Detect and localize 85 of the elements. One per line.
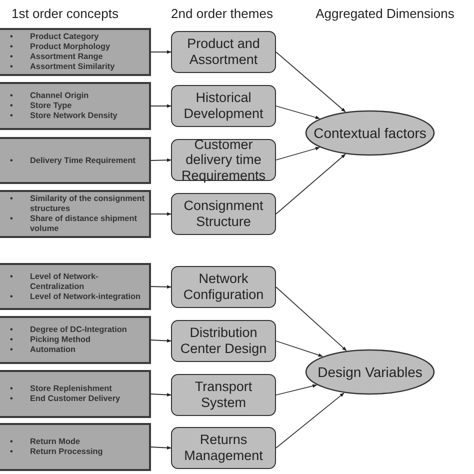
theme-box bbox=[171, 85, 276, 127]
concept-text: Product Category bbox=[30, 32, 100, 42]
arrow bbox=[276, 52, 346, 112]
theme-box bbox=[171, 193, 276, 235]
concept-text: Automation bbox=[30, 345, 76, 355]
theme-box bbox=[171, 31, 276, 73]
concept-text: Level of Network-Centralization bbox=[30, 272, 100, 292]
concept-text: Return Processing bbox=[30, 447, 104, 457]
bullet: • bbox=[9, 42, 14, 52]
arrow bbox=[150, 393, 172, 397]
arrow bbox=[276, 286, 347, 352]
bullet: • bbox=[9, 335, 14, 345]
theme-box bbox=[171, 374, 276, 416]
bullet: • bbox=[9, 272, 14, 282]
concept-text: Delivery Time Requirement bbox=[30, 156, 136, 166]
bullet: • bbox=[9, 111, 14, 121]
column-heading: Aggregated Dimensions bbox=[316, 6, 454, 21]
concept-box bbox=[0, 28, 151, 76]
dimension-label: Design Variables bbox=[318, 364, 422, 380]
concept-text: Similarity of the consignment structures bbox=[30, 194, 145, 214]
bullet: • bbox=[9, 394, 14, 404]
bullet: • bbox=[9, 384, 14, 394]
concept-box bbox=[0, 370, 151, 418]
theme-box bbox=[171, 266, 276, 308]
theme-label: Consignment Structure bbox=[182, 198, 264, 230]
bullet: • bbox=[9, 447, 14, 457]
bullet: • bbox=[9, 156, 14, 166]
bullet: • bbox=[9, 345, 14, 355]
theme-label: Customer delivery time Requirements bbox=[180, 136, 267, 184]
theme-box bbox=[171, 427, 276, 469]
column-heading: 1st order concepts bbox=[12, 6, 118, 21]
theme-label: Distribution Center Design bbox=[179, 325, 268, 357]
bullet: • bbox=[9, 437, 14, 447]
arrow bbox=[150, 212, 172, 216]
theme-label: Returns Management bbox=[183, 432, 264, 464]
bullet: • bbox=[9, 52, 14, 62]
theme-label: Historical Development bbox=[182, 90, 264, 122]
arrow bbox=[150, 158, 172, 162]
theme-label: Network Configuration bbox=[182, 271, 265, 303]
concept-box bbox=[0, 137, 151, 184]
arrow bbox=[150, 446, 172, 450]
theme-box bbox=[171, 139, 276, 181]
arrow bbox=[150, 285, 172, 289]
concept-text: Store Replenishment bbox=[30, 384, 113, 394]
concept-text: Product Morphology bbox=[30, 42, 112, 52]
dimension-label: Contextual factors bbox=[314, 124, 426, 142]
bullet: • bbox=[9, 292, 14, 302]
arrow bbox=[150, 104, 172, 108]
concept-text: Assortment Range bbox=[30, 52, 104, 62]
concept-text: Assortment Similarity bbox=[30, 62, 116, 72]
bullet: • bbox=[9, 91, 14, 101]
concept-text: Share of distance shipment volume bbox=[30, 214, 138, 234]
arrow bbox=[276, 384, 317, 396]
concept-text: Channel Origin bbox=[30, 91, 90, 101]
concept-box bbox=[0, 82, 151, 130]
concept-text: End Customer Delivery bbox=[30, 394, 122, 404]
arrow bbox=[276, 146, 320, 160]
bullet: • bbox=[9, 325, 14, 335]
arrow bbox=[276, 106, 320, 120]
arrow bbox=[276, 340, 323, 357]
arrow bbox=[150, 339, 172, 343]
bullet: • bbox=[9, 101, 14, 111]
theme-box bbox=[171, 320, 276, 362]
concept-text: Return Mode bbox=[30, 437, 82, 447]
arrow bbox=[150, 50, 172, 54]
concept-box bbox=[0, 263, 151, 310]
dimension-ellipse bbox=[305, 349, 435, 395]
arrow bbox=[276, 392, 344, 448]
bullet: • bbox=[9, 32, 14, 42]
concept-box bbox=[0, 316, 151, 364]
concept-text: Store Network Density bbox=[30, 111, 118, 121]
theme-label: Product and Assortment bbox=[186, 36, 261, 68]
dimension-ellipse bbox=[305, 110, 435, 156]
theme-label: Transport System bbox=[194, 379, 254, 411]
concept-text: Picking Method bbox=[30, 335, 92, 345]
concept-box bbox=[0, 423, 151, 471]
bullet: • bbox=[9, 194, 14, 205]
concept-text: Degree of DC-Integration bbox=[30, 325, 128, 335]
bullet: • bbox=[9, 62, 14, 72]
concept-text: Level of Network-integration bbox=[30, 292, 142, 302]
column-heading: 2nd order themes bbox=[171, 6, 273, 21]
bullet: • bbox=[9, 214, 14, 225]
arrow bbox=[276, 154, 346, 214]
concept-box bbox=[0, 190, 151, 238]
concept-text: Store Type bbox=[30, 101, 73, 111]
